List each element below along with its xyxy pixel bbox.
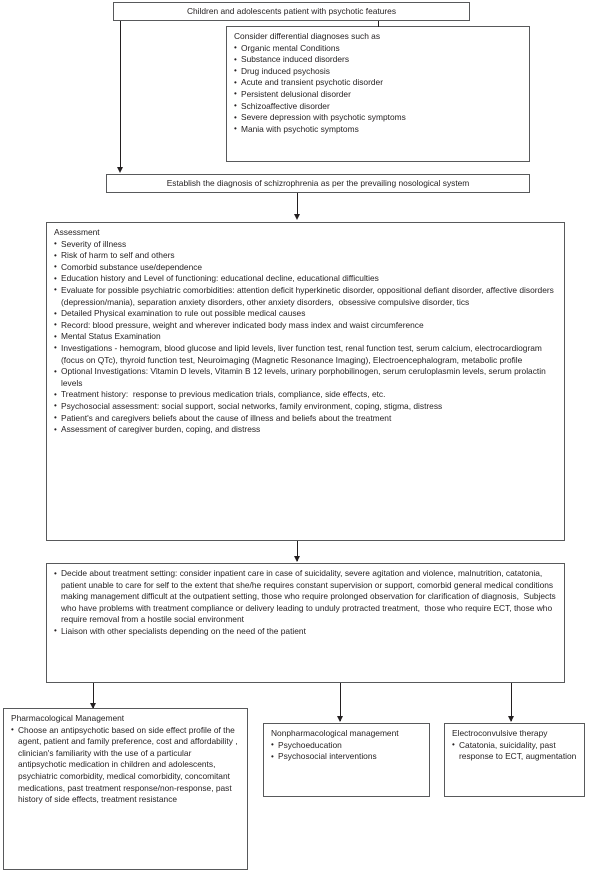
list-item: Patient's and caregivers beliefs about t…	[54, 412, 558, 425]
arrowhead-assessment-to-setting	[294, 556, 300, 562]
node-differential-diagnoses: Consider differential diagnoses such as …	[226, 26, 530, 162]
connector-setting-to-pharmacological	[93, 683, 94, 708]
pharmacological-header: Pharmacological Management	[11, 713, 125, 723]
list-item: Acute and transient psychotic disorder	[234, 77, 523, 89]
node-establish-diagnosis: Establish the diagnosis of schizrophreni…	[106, 174, 530, 193]
arrowhead-setting-to-nonpharmacological	[337, 716, 343, 722]
list-item: Choose an antipsychotic based on side ef…	[11, 724, 241, 806]
arrowhead-establish-to-assessment	[294, 214, 300, 220]
arrowhead-entry-to-establish	[117, 167, 123, 173]
list-item: Detailed Physical examination to rule ou…	[54, 308, 558, 320]
list-item: Psychosocial assessment: social support,…	[54, 400, 558, 413]
node-nonpharmacological-management: Nonpharmacological management Psychoeduc…	[263, 723, 430, 797]
differential-list: Organic mental Conditions Substance indu…	[234, 42, 523, 136]
list-item: Treatment history: response to previous …	[54, 389, 558, 401]
ect-list: Catatonia, suicidality, past response to…	[452, 739, 578, 763]
list-item: Optional Investigations: Vitamin D level…	[54, 366, 558, 389]
list-item: Assessment of caregiver burden, coping, …	[54, 424, 558, 436]
node-electroconvulsive-therapy: Electroconvulsive therapy Catatonia, sui…	[444, 723, 585, 797]
connector-entry-to-establish	[120, 21, 121, 169]
list-item: Evaluate for possible psychiatric comorb…	[54, 284, 558, 308]
differential-header: Consider differential diagnoses such as	[234, 31, 381, 41]
list-item: Risk of harm to self and others	[54, 250, 558, 262]
pharmacological-list: Choose an antipsychotic based on side ef…	[11, 724, 241, 806]
list-item: Education history and Level of functioni…	[54, 273, 558, 285]
list-item: Investigations - hemogram, blood glucose…	[54, 342, 558, 366]
assessment-list: Severity of illness Risk of harm to self…	[54, 238, 558, 436]
list-item: Schizoaffective disorder	[234, 100, 523, 113]
list-item: Severity of illness	[54, 238, 558, 251]
connector-setting-to-nonpharmacological	[340, 683, 341, 721]
connector-setting-to-ect	[511, 683, 512, 721]
arrowhead-setting-to-ect	[508, 716, 514, 722]
list-item: Organic mental Conditions	[234, 42, 523, 55]
nonpharmacological-header: Nonpharmacological management	[271, 728, 399, 738]
list-item: Psychosocial interventions	[271, 751, 423, 763]
node-entry-text: Children and adolescents patient with ps…	[186, 6, 397, 16]
setting-list: Decide about treatment setting: consider…	[54, 568, 558, 638]
assessment-header: Assessment	[54, 227, 100, 237]
list-item: Mental Status Examination	[54, 331, 558, 343]
list-item: Substance induced disorders	[234, 54, 523, 66]
list-item: Persistent delusional disorder	[234, 88, 523, 101]
list-item: Psychoeducation	[271, 739, 423, 752]
node-entry-psychotic-features: Children and adolescents patient with ps…	[113, 2, 470, 21]
ect-header: Electroconvulsive therapy	[452, 728, 548, 738]
list-item: Comorbid substance use/dependence	[54, 261, 558, 274]
node-treatment-setting: Decide about treatment setting: consider…	[46, 563, 565, 683]
list-item: Liaison with other specialists depending…	[54, 625, 558, 638]
list-item: Mania with psychotic symptoms	[234, 123, 523, 136]
list-item: Severe depression with psychotic symptom…	[234, 112, 523, 124]
list-item: Record: blood pressure, weight and where…	[54, 319, 558, 332]
connector-establish-to-assessment	[297, 193, 298, 216]
node-establish-text: Establish the diagnosis of schizrophreni…	[166, 178, 470, 188]
list-item: Drug induced psychosis	[234, 65, 523, 78]
list-item: Decide about treatment setting: consider…	[54, 568, 558, 626]
node-pharmacological-management: Pharmacological Management Choose an ant…	[3, 708, 248, 870]
nonpharmacological-list: Psychoeducation Psychosocial interventio…	[271, 739, 423, 763]
connector-entry-to-differential	[378, 21, 379, 27]
connector-assessment-to-setting	[297, 541, 298, 561]
list-item: Catatonia, suicidality, past response to…	[452, 739, 578, 763]
arrowhead-setting-to-pharmacological	[90, 703, 96, 709]
node-assessment: Assessment Severity of illness Risk of h…	[46, 222, 565, 541]
